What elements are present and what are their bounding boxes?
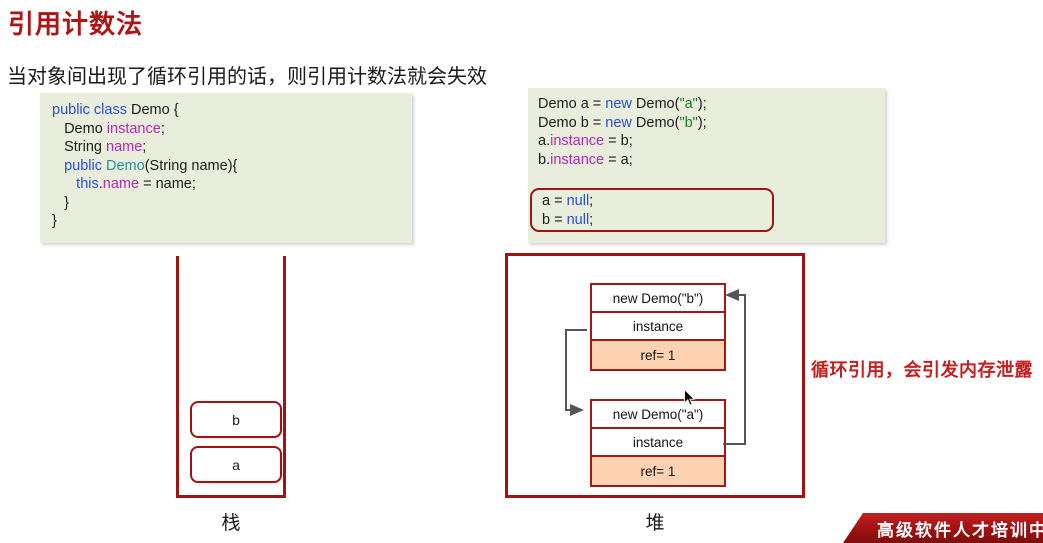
code-token: .: [98, 176, 103, 192]
code-block-class-demo: public class Demo { Demo instance; Strin…: [40, 93, 412, 243]
code-line: Demo b = new Demo("b");: [538, 114, 885, 133]
code-token: "a": [679, 96, 698, 112]
heap-container: new Demo("b") instance ref= 1 new Demo("…: [505, 253, 805, 498]
code-token: = name;: [139, 176, 196, 192]
code-token: b.: [538, 151, 551, 168]
heap-object-field: instance: [592, 429, 724, 457]
stack-frame: a: [190, 446, 282, 483]
code-token: );: [697, 96, 707, 112]
code-token: ;: [160, 120, 165, 137]
code-line: Demo a = new Demo("a");: [538, 95, 885, 114]
code-line: this.name = name;: [52, 175, 412, 194]
annotation-memory-leak: 循环引用，会引发内存泄露: [811, 360, 1033, 380]
stack-label: 栈: [221, 513, 241, 534]
heap-object-header: new Demo("a"): [592, 401, 724, 429]
code-token: ;: [142, 139, 147, 155]
heap-object-header: new Demo("b"): [592, 285, 724, 313]
code-token: null: [566, 211, 590, 228]
code-token: = b;: [604, 133, 633, 149]
code-line: public Demo(String name){: [52, 157, 412, 176]
watermark-banner: 高级软件人才培训中: [843, 513, 1043, 543]
code-token: instance: [550, 133, 605, 149]
code-token: null: [566, 193, 590, 209]
heap-object: new Demo("a") instance ref= 1: [590, 399, 726, 487]
code-token: }: [52, 194, 69, 211]
code-token: new: [605, 114, 632, 131]
code-token: Demo a =: [538, 96, 606, 112]
code-token: ;: [589, 193, 594, 209]
code-token: String: [52, 139, 106, 155]
code-token: name: [102, 176, 140, 192]
code-token: instance: [106, 120, 161, 137]
code-token: );: [697, 114, 707, 131]
stack-frame: b: [190, 401, 282, 438]
code-token: ;: [589, 211, 594, 228]
heap-object-refcount: ref= 1: [592, 457, 724, 485]
stack-frame-label: b: [232, 411, 240, 428]
code-token: = a;: [604, 151, 633, 168]
code-line: b.instance = a;: [538, 151, 885, 170]
code-token: a.: [538, 133, 551, 149]
code-token: Demo b =: [538, 114, 606, 131]
code-line: }: [52, 194, 412, 213]
code-token: Demo(: [631, 114, 680, 131]
heap-object-field: instance: [592, 313, 724, 341]
code-token: }: [52, 213, 57, 229]
code-line: a.instance = b;: [538, 132, 885, 151]
code-token: Demo: [52, 120, 107, 137]
code-token: public class: [52, 102, 131, 118]
code-token: name: [106, 139, 143, 155]
heap-label: 堆: [645, 513, 665, 534]
code-token: instance: [550, 151, 605, 168]
watermark-text: 高级软件人才培训中: [877, 521, 1043, 540]
page-title: 引用计数法: [8, 9, 144, 39]
code-block-main: Demo a = new Demo("a");Demo b = new Demo…: [528, 88, 885, 243]
code-token: Demo(: [631, 96, 680, 112]
code-token: b =: [542, 211, 567, 228]
code-line: a = null;: [542, 192, 772, 211]
code-line: String name;: [52, 138, 412, 157]
code-token: Demo {: [130, 102, 179, 118]
code-line: b = null;: [542, 211, 772, 230]
slide-subtitle: 当对象间出现了循环引用的话，则引用计数法就会失效: [7, 66, 487, 88]
mouse-cursor-icon: [684, 389, 696, 406]
stack-frame-label: a: [232, 456, 240, 473]
code-token: this: [52, 176, 99, 192]
code-token: Demo: [106, 157, 145, 174]
stack-container: b a: [176, 256, 286, 498]
code-token: (String name){: [144, 157, 238, 174]
code-token: new: [605, 96, 632, 112]
code-line: Demo instance;: [52, 120, 412, 139]
heap-object-refcount: ref= 1: [592, 341, 724, 369]
code-line: public class Demo {: [52, 101, 412, 120]
heap-object: new Demo("b") instance ref= 1: [590, 283, 726, 371]
code-token: public: [52, 157, 106, 174]
code-line: }: [52, 212, 412, 231]
code-token: a =: [542, 193, 567, 209]
highlight-null-assignments: a = null;b = null;: [530, 188, 774, 232]
code-token: "b": [679, 114, 698, 131]
